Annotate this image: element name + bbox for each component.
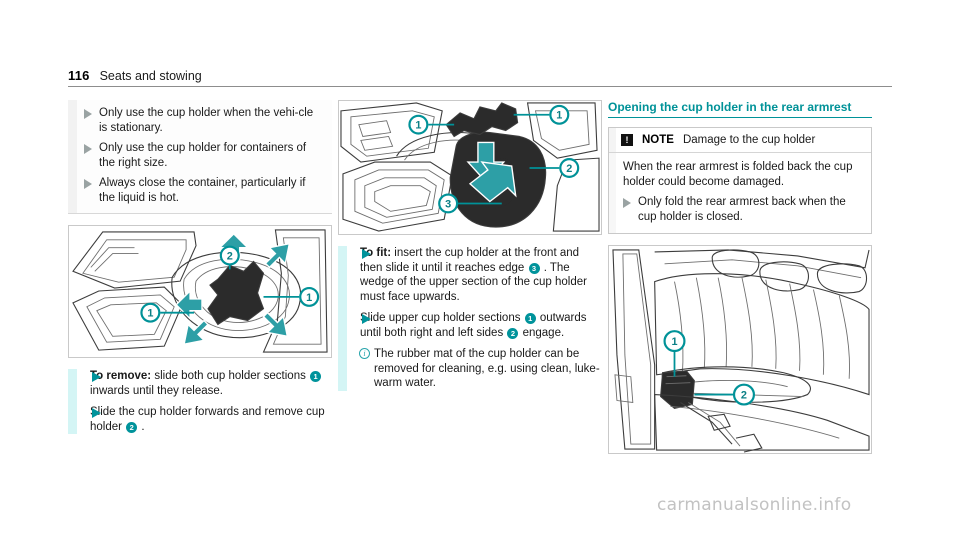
cup-holder-fit-figure: 1 1 2 3 [338, 100, 602, 235]
column-left: Only use the cup holder when the vehi‐cl… [68, 100, 332, 434]
step-item: To fit: insert the cup holder at the fro… [360, 246, 602, 304]
callout-1: 1 [671, 336, 677, 348]
warning-bullet-list: Only use the cup holder when the vehi‐cl… [84, 106, 324, 205]
note-box-header: ! NOTE Damage to the cup holder [609, 128, 871, 153]
note-label: NOTE [642, 134, 674, 146]
figure-graphic: 1 1 2 3 [339, 101, 601, 234]
page-number: 116 [68, 68, 90, 83]
note-subject: Damage to the cup holder [682, 134, 816, 146]
step-item: To remove: slide both cup holder section… [90, 369, 332, 398]
callout-badge-2: 2 [507, 327, 519, 339]
note-box-body: When the rear armrest is folded back the… [609, 153, 871, 233]
callout-1-right: 1 [306, 292, 312, 304]
rear-armrest-figure: 1 2 [608, 245, 872, 454]
step-text: Slide upper cup holder sections [360, 312, 524, 324]
warning-bullet-text: Always close the container, particularly… [99, 177, 306, 204]
list-item: Only fold the rear armrest back when the… [623, 195, 862, 224]
triangle-bullet-icon [84, 144, 92, 154]
fit-steps: To fit: insert the cup holder at the fro… [338, 246, 602, 391]
callout-badge-1: 1 [524, 313, 536, 324]
column-middle: 1 1 2 3 To fit: insert the cup holder at… [338, 100, 602, 391]
callout-1-left: 1 [147, 308, 153, 320]
info-note-text: The rubber mat of the cup holder can be … [374, 348, 600, 389]
figure-graphic: 1 1 2 [69, 226, 331, 357]
step-text-end: . The wedge of the upper section of the … [360, 261, 587, 303]
list-item: Always close the container, particularly… [84, 176, 324, 205]
warning-bullet-text: Only use the cup holder for containers o… [99, 142, 307, 169]
triangle-bullet-icon [92, 408, 101, 418]
info-circle-icon: i [359, 348, 370, 359]
callout-2: 2 [741, 390, 747, 402]
note-box: ! NOTE Damage to the cup holder When the… [608, 127, 872, 234]
step-text-mid: outwards until both right and left sides [360, 312, 587, 339]
info-note: i The rubber mat of the cup holder can b… [359, 347, 602, 391]
warning-exclamation-icon: ! [621, 134, 633, 146]
remove-steps: To remove: slide both cup holder section… [68, 369, 332, 434]
step-text: slide both cup holder sections [151, 370, 310, 382]
callout-badge-1: 1 [310, 371, 322, 382]
step-text-end: engage. [519, 326, 565, 339]
page-title: Seats and stowing [99, 69, 202, 83]
callout-2: 2 [227, 251, 233, 263]
triangle-bullet-icon [362, 249, 371, 259]
note-bullet-text: Only fold the rear armrest back when the… [638, 196, 846, 223]
triangle-bullet-icon [623, 198, 631, 208]
page-header: 116 Seats and stowing [68, 68, 892, 87]
step-text: insert the cup holder at the front and t… [360, 247, 580, 274]
triangle-bullet-icon [92, 372, 101, 382]
triangle-bullet-icon [84, 109, 92, 119]
note-body-text: When the rear armrest is folded back the… [623, 161, 853, 188]
triangle-bullet-icon [84, 179, 92, 189]
note-bullet-list: Only fold the rear armrest back when the… [623, 195, 862, 224]
warning-bullet-text: Only use the cup holder when the vehi‐cl… [99, 107, 314, 134]
callout-badge-2: 2 [126, 421, 138, 433]
warning-box: Only use the cup holder when the vehi‐cl… [68, 100, 332, 214]
callout-1-right: 1 [556, 110, 562, 122]
step-text: Slide the cup holder forwards and remove… [90, 406, 325, 433]
callout-3: 3 [445, 198, 451, 210]
callout-1-left: 1 [415, 120, 421, 132]
callout-2: 2 [566, 163, 572, 175]
watermark: carmanualsonline.info [657, 495, 852, 515]
step-item: Slide upper cup holder sections 1 outwar… [360, 311, 602, 340]
list-item: Only use the cup holder for containers o… [84, 141, 324, 170]
list-item: Only use the cup holder when the vehi‐cl… [84, 106, 324, 135]
step-lead: To remove: [90, 370, 152, 382]
column-right: Opening the cup holder in the rear armre… [608, 100, 872, 454]
cup-holder-remove-figure: 1 1 2 [68, 225, 332, 358]
figure-graphic: 1 2 [609, 246, 871, 453]
step-text-end: inwards until they release. [90, 384, 223, 397]
callout-badge-3: 3 [528, 262, 540, 274]
step-text-end: . [138, 420, 145, 433]
triangle-bullet-icon [362, 314, 371, 324]
section-heading: Opening the cup holder in the rear armre… [608, 100, 872, 118]
step-item: Slide the cup holder forwards and remove… [90, 405, 332, 434]
